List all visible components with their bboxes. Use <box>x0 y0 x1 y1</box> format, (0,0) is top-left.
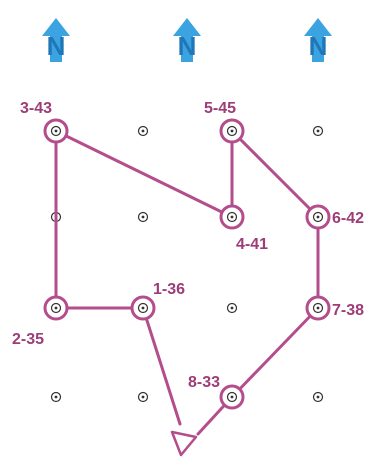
grid-dot <box>137 391 149 403</box>
north-arrows: N N N <box>42 18 332 62</box>
route-segment <box>230 129 320 219</box>
route-path <box>54 129 320 457</box>
waypoint-markers <box>43 118 331 410</box>
waypoint-label: 6-42 <box>332 210 364 227</box>
waypoint-label: 4-41 <box>236 236 268 253</box>
waypoint-marker <box>219 204 245 230</box>
north-arrow-letter: N <box>178 31 197 61</box>
north-arrow-icon: N <box>304 18 332 62</box>
waypoint-label: 2-35 <box>12 331 44 348</box>
waypoint-label: 3-43 <box>20 100 52 117</box>
waypoint-marker <box>305 295 331 321</box>
waypoint-marker <box>43 118 69 144</box>
grid-dot <box>312 125 324 137</box>
north-arrow-letter: N <box>47 31 66 61</box>
grid-dot <box>137 211 149 223</box>
waypoint-label: 8-33 <box>188 374 220 391</box>
north-arrow-icon: N <box>42 18 70 62</box>
grid-dot <box>312 391 324 403</box>
route-segment <box>141 306 182 426</box>
grid-dot <box>50 391 62 403</box>
waypoint-label: 1-36 <box>153 281 185 298</box>
start-triangle-icon <box>170 430 198 457</box>
north-arrow-icon: N <box>173 18 201 62</box>
waypoint-marker <box>219 118 245 144</box>
grid-dot <box>137 125 149 137</box>
route-segment <box>230 306 320 399</box>
waypoint-labels: 3-43 5-45 4-41 6-42 2-35 1-36 7-38 8-33 <box>12 100 364 391</box>
route-segment <box>54 129 234 219</box>
grid-dots <box>50 125 324 403</box>
waypoint-marker <box>43 295 69 321</box>
grid-dot <box>226 302 238 314</box>
waypoint-label: 5-45 <box>204 100 236 117</box>
waypoint-marker <box>130 295 156 321</box>
north-arrow-letter: N <box>309 31 328 61</box>
waypoint-label: 7-38 <box>332 302 364 319</box>
waypoint-marker <box>219 384 245 410</box>
waypoint-marker <box>305 204 331 230</box>
